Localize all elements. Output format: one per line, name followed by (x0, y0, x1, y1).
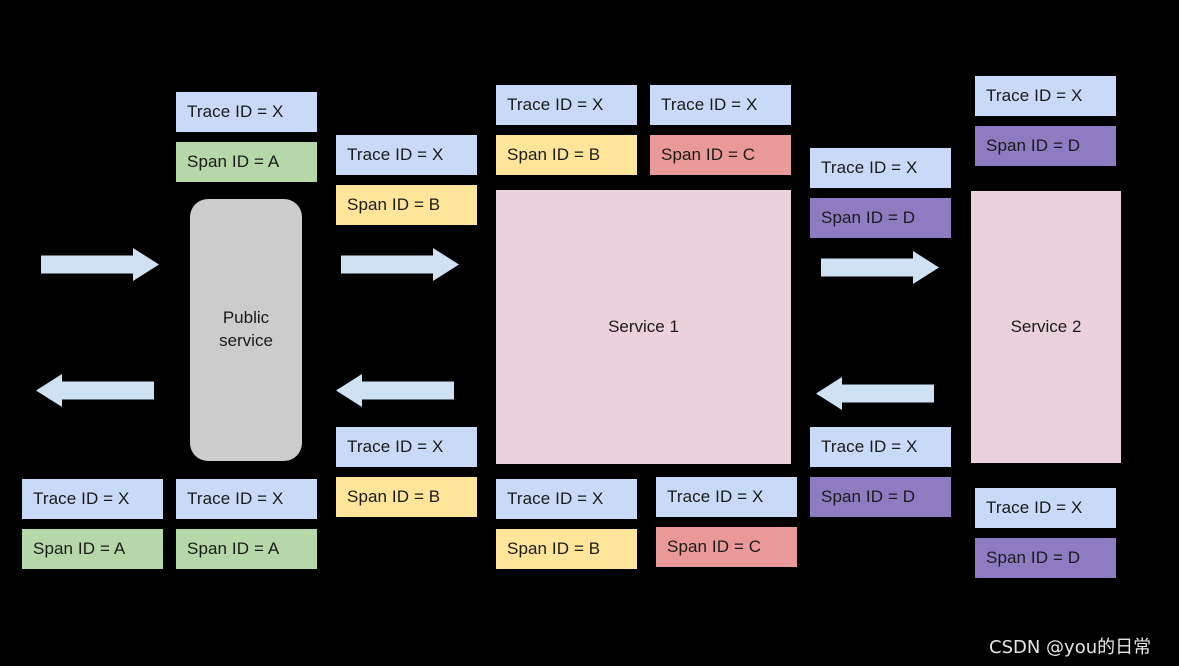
tag-service1-out-trace: Trace ID = X (810, 148, 951, 188)
arrow-public-to-service1-icon (341, 248, 459, 281)
tag-service1-in-span: Span ID = B (496, 135, 637, 175)
tag-client-resp-span: Span ID = A (22, 529, 163, 569)
tag-service2-in-span: Span ID = D (975, 126, 1116, 166)
service-box-service-1: Service 1 (496, 190, 791, 464)
tag-service1-internal-resp-span: Span ID = C (656, 527, 797, 567)
tag-service1-resp-span: Span ID = B (496, 529, 637, 569)
tag-service2-resp-span: Span ID = D (810, 477, 951, 517)
tag-service1-resp-trace: Trace ID = X (496, 479, 637, 519)
watermark: CSDN @you的日常 (989, 637, 1152, 658)
tag-service2-resp-trace: Trace ID = X (810, 427, 951, 467)
tag-service2-out-trace: Trace ID = X (975, 488, 1116, 528)
arrow-in-public-icon (41, 248, 159, 281)
tag-service1-internal-span: Span ID = C (650, 135, 791, 175)
tag-service1-in-trace: Trace ID = X (496, 85, 637, 125)
tag-public-out-span: Span ID = B (336, 185, 477, 225)
tag-service2-out-span: Span ID = D (975, 538, 1116, 578)
tag-public-resp-trace: Trace ID = X (176, 479, 317, 519)
tag-service1-out-span: Span ID = D (810, 198, 951, 238)
arrow-service1-to-public-icon (336, 374, 454, 407)
arrow-service2-to-service1-icon (816, 377, 934, 410)
tag-service2-in-trace: Trace ID = X (975, 76, 1116, 116)
tag-request-public-span: Span ID = A (176, 142, 317, 182)
tag-service1-internal-resp-trace: Trace ID = X (656, 477, 797, 517)
tag-client-resp-trace: Trace ID = X (22, 479, 163, 519)
service-label: Service 2 (1010, 316, 1082, 336)
tag-public-in-resp-span: Span ID = B (336, 477, 477, 517)
tag-request-public-trace: Trace ID = X (176, 92, 317, 132)
arrow-out-public-icon (36, 374, 154, 407)
tag-public-resp-span: Span ID = A (176, 529, 317, 569)
service-label: Service 1 (608, 316, 679, 336)
arrow-service1-to-service2-icon (821, 251, 939, 284)
tag-public-in-resp-trace: Trace ID = X (336, 427, 477, 467)
tag-service1-internal-trace: Trace ID = X (650, 85, 791, 125)
service-box-service-2: Service 2 (971, 191, 1121, 463)
tag-public-out-trace: Trace ID = X (336, 135, 477, 175)
